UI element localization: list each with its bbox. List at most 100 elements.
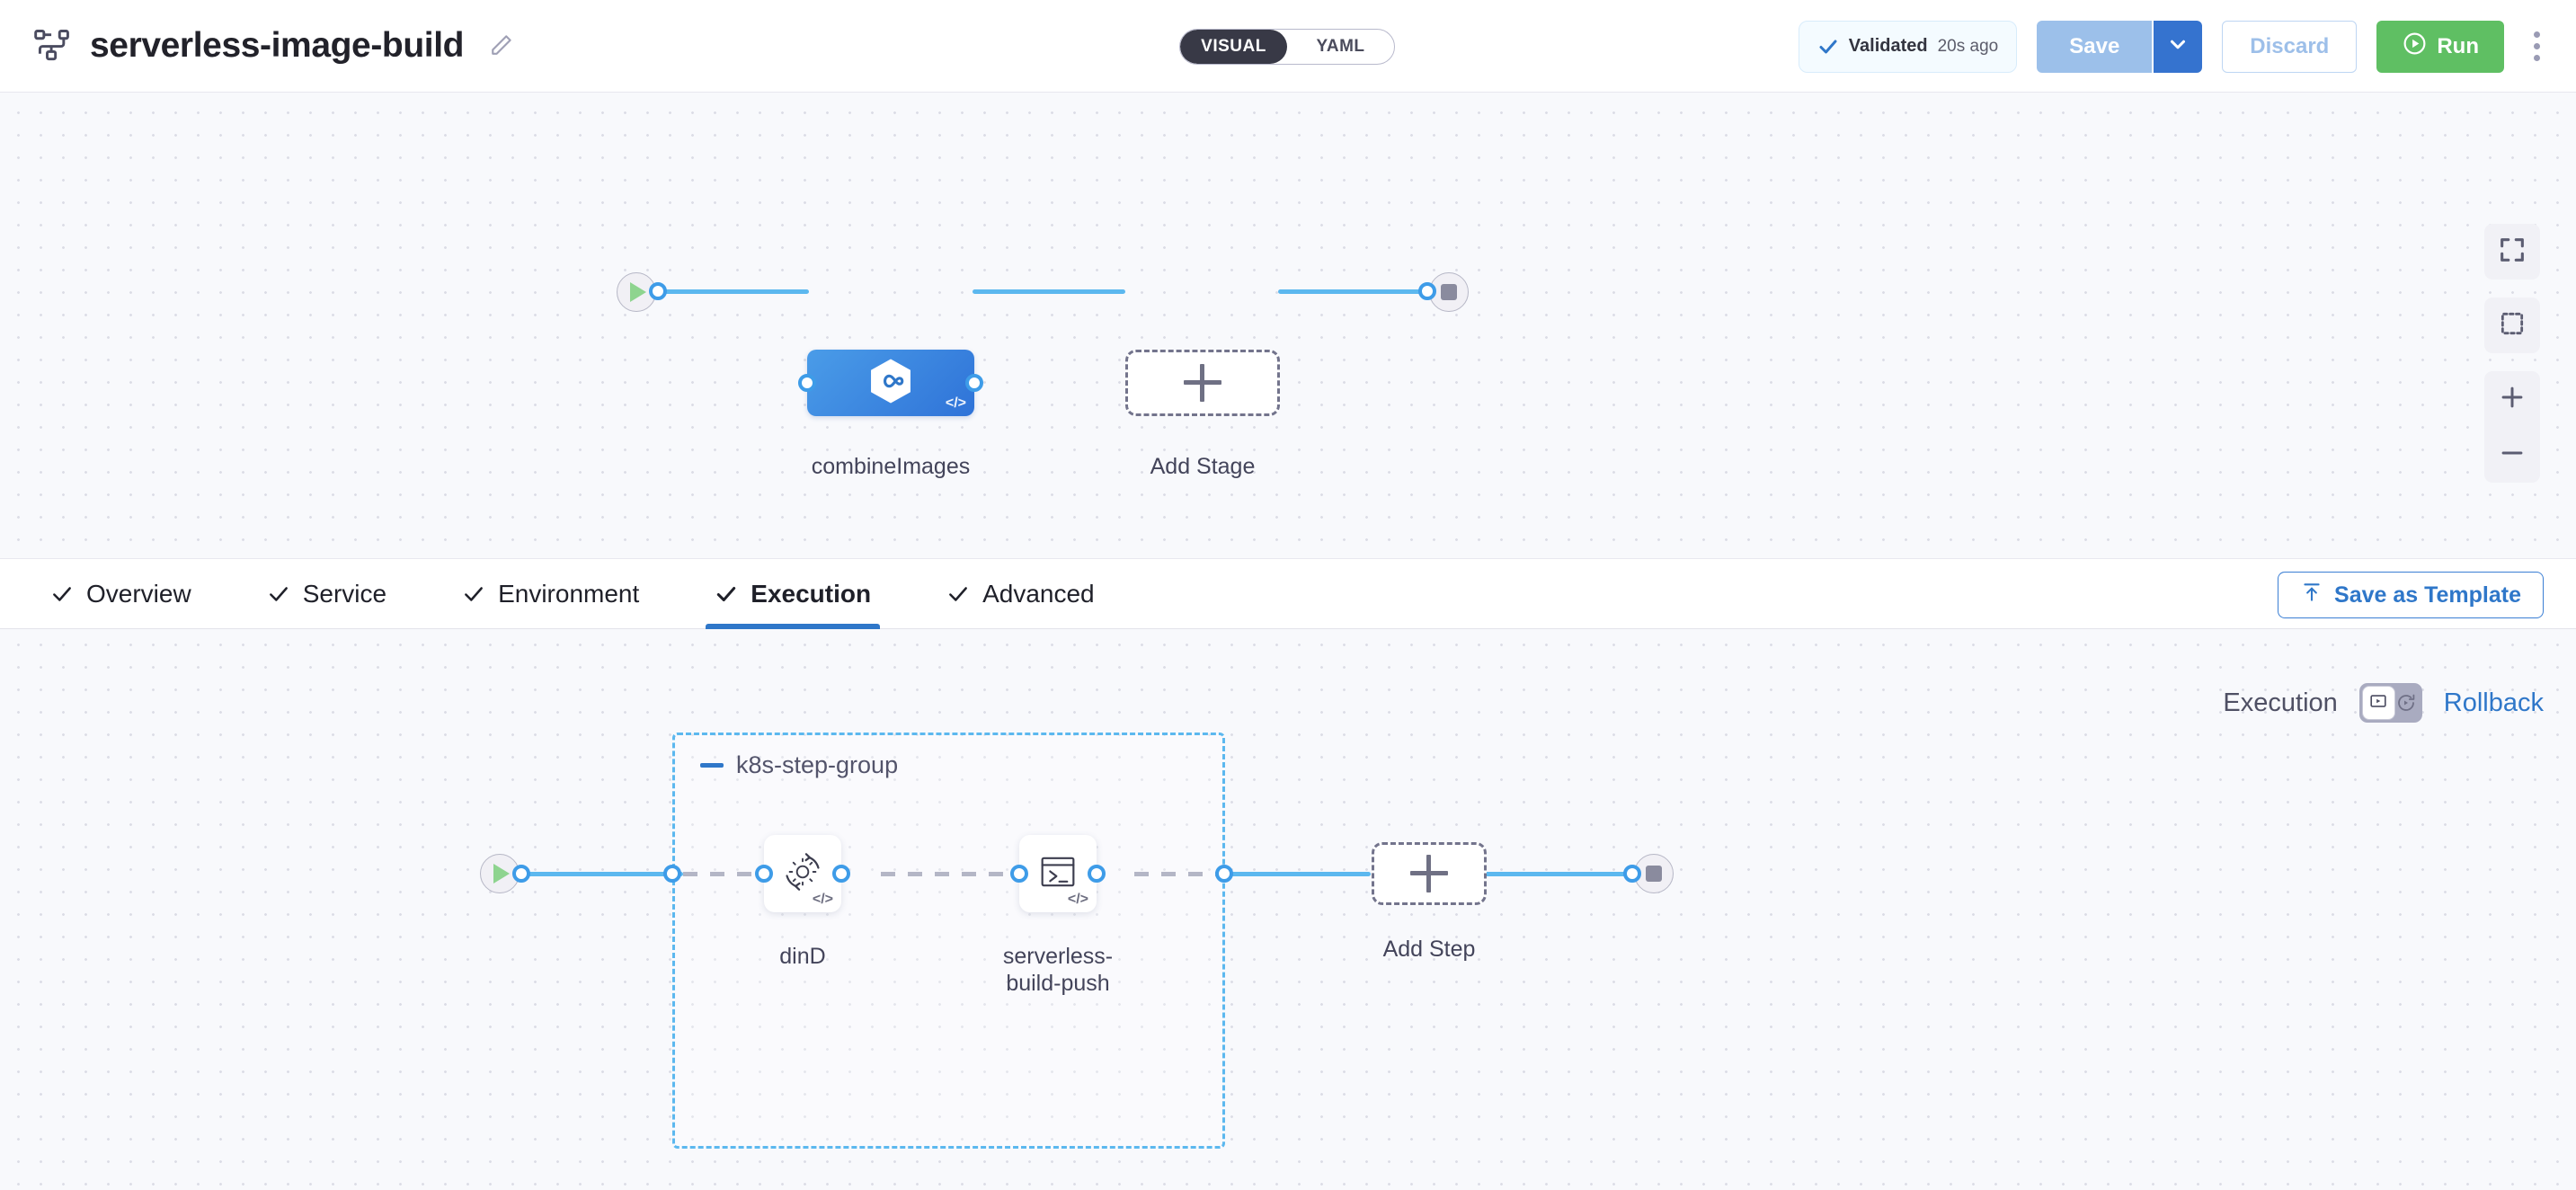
step-label-dind: dinD bbox=[779, 944, 826, 969]
dind-output-port[interactable] bbox=[832, 865, 850, 883]
page-title: serverless-image-build bbox=[90, 26, 465, 65]
check-icon bbox=[462, 582, 485, 606]
discard-button[interactable]: Discard bbox=[2222, 20, 2358, 73]
tab-service[interactable]: Service bbox=[258, 559, 395, 629]
hexagon-infinity-icon bbox=[863, 353, 919, 413]
tab-label: Service bbox=[302, 579, 387, 608]
end-input-port[interactable] bbox=[1418, 282, 1436, 300]
status-badge: Validated 20s ago bbox=[1798, 20, 2018, 73]
plus-icon bbox=[1184, 364, 1221, 402]
step-node-serverless-build-push[interactable]: </> bbox=[1019, 835, 1097, 912]
gear-rotate-icon bbox=[778, 848, 827, 901]
step-group-output-port[interactable] bbox=[1215, 865, 1233, 883]
step-group-header[interactable]: k8s-step-group bbox=[700, 751, 898, 779]
stage-code-badge: </> bbox=[945, 395, 966, 411]
step-node-dind[interactable]: </> bbox=[764, 835, 841, 912]
minus-icon[interactable] bbox=[700, 763, 724, 768]
tab-advanced[interactable]: Advanced bbox=[937, 559, 1104, 629]
execution-rollback-switch[interactable] bbox=[2358, 683, 2422, 723]
save-dropdown-button[interactable] bbox=[2154, 20, 2203, 73]
zoom-controls bbox=[2484, 371, 2540, 483]
edge-addstep-to-end bbox=[1485, 872, 1634, 876]
edge-stage-to-addstage bbox=[973, 289, 1125, 294]
marquee-select-icon bbox=[2498, 309, 2527, 342]
stage-input-port[interactable] bbox=[798, 374, 816, 392]
execution-icon bbox=[2368, 691, 2388, 715]
save-as-template-label: Save as Template bbox=[2334, 582, 2521, 608]
tab-label: Execution bbox=[751, 579, 872, 608]
add-step-button[interactable] bbox=[1372, 842, 1487, 905]
check-icon bbox=[267, 582, 290, 606]
terminal-icon bbox=[1035, 848, 1081, 900]
tab-execution[interactable]: Execution bbox=[706, 559, 880, 629]
execution-canvas[interactable]: k8s-step-group </> dinD bbox=[0, 629, 2576, 1190]
step-group-input-port[interactable] bbox=[663, 865, 681, 883]
pipeline-nodes-icon bbox=[32, 26, 72, 66]
save-as-template-button[interactable]: Save as Template bbox=[2278, 572, 2544, 618]
edge-start-to-stage bbox=[658, 289, 809, 294]
pencil-edit-icon[interactable] bbox=[487, 32, 514, 59]
stage-canvas[interactable]: </> combineImages Add Stage bbox=[0, 93, 2576, 559]
play-icon bbox=[493, 864, 510, 884]
buildpush-input-port[interactable] bbox=[1010, 865, 1028, 883]
buildpush-output-port[interactable] bbox=[1088, 865, 1106, 883]
check-icon bbox=[946, 582, 970, 606]
stage-label-combineimages: combineImages bbox=[811, 454, 971, 479]
zoom-out-button[interactable] bbox=[2484, 427, 2540, 483]
add-stage-label: Add Stage bbox=[1150, 454, 1256, 479]
dind-input-port[interactable] bbox=[755, 865, 773, 883]
execution-start-output-port[interactable] bbox=[512, 865, 530, 883]
switch-thumb-execution[interactable] bbox=[2361, 686, 2395, 720]
save-button-group[interactable]: Save bbox=[2037, 20, 2203, 73]
pipeline-end-node[interactable] bbox=[1429, 272, 1469, 312]
plus-icon bbox=[2497, 382, 2527, 417]
rollback-icon[interactable] bbox=[2395, 692, 2417, 714]
tab-environment[interactable]: Environment bbox=[453, 559, 648, 629]
step-group-container[interactable]: k8s-step-group bbox=[672, 733, 1225, 1149]
step-label-serverless-build-push: serverless- build-push bbox=[1002, 944, 1114, 996]
edge-group-to-addstep bbox=[1222, 872, 1371, 876]
step-group-title: k8s-step-group bbox=[736, 751, 899, 778]
edge-dind-to-buildpush bbox=[881, 872, 1025, 876]
tab-list: Overview Service Environment Execution A bbox=[0, 559, 1104, 629]
execution-end-input-port[interactable] bbox=[1623, 865, 1641, 883]
mode-option-visual[interactable]: VISUAL bbox=[1180, 30, 1287, 64]
kebab-dot bbox=[2533, 43, 2540, 49]
check-icon bbox=[50, 582, 74, 606]
stage-output-port[interactable] bbox=[965, 374, 983, 392]
header-left-group: serverless-image-build bbox=[0, 26, 514, 66]
step-code-badge: </> bbox=[1067, 892, 1088, 907]
rollback-toggle-label[interactable]: Rollback bbox=[2443, 688, 2544, 717]
tab-label: Advanced bbox=[982, 579, 1095, 608]
stage-node-combineimages[interactable]: </> bbox=[807, 350, 974, 416]
visual-yaml-toggle[interactable]: VISUAL YAML bbox=[1179, 29, 1395, 65]
zoom-in-button[interactable] bbox=[2484, 371, 2540, 427]
tab-overview[interactable]: Overview bbox=[41, 559, 200, 629]
edge-group-to-dind bbox=[683, 872, 773, 876]
validated-label: Validated bbox=[1848, 36, 1928, 56]
tab-label: Overview bbox=[86, 579, 191, 608]
play-icon bbox=[630, 282, 646, 302]
kebab-menu-icon[interactable] bbox=[2517, 21, 2556, 73]
play-circle-icon bbox=[2402, 31, 2428, 63]
stage-canvas-controls bbox=[2484, 224, 2540, 483]
kebab-dot bbox=[2533, 31, 2540, 38]
save-button[interactable]: Save bbox=[2037, 20, 2154, 73]
check-icon bbox=[1817, 36, 1839, 58]
plus-icon bbox=[1410, 855, 1448, 892]
stage-tab-bar: Overview Service Environment Execution A bbox=[0, 559, 2576, 629]
upload-template-icon bbox=[2300, 581, 2323, 610]
check-icon bbox=[715, 582, 738, 606]
app-header: serverless-image-build VISUAL YAML Valid… bbox=[0, 0, 2576, 93]
step-code-badge: </> bbox=[812, 892, 833, 907]
fit-to-screen-button[interactable] bbox=[2484, 224, 2540, 280]
start-output-port[interactable] bbox=[649, 282, 667, 300]
minus-icon bbox=[2497, 438, 2527, 473]
run-button[interactable]: Run bbox=[2376, 20, 2504, 73]
add-stage-button[interactable] bbox=[1125, 350, 1280, 416]
execution-toggle-label: Execution bbox=[2223, 688, 2338, 717]
stop-icon bbox=[1646, 866, 1662, 882]
selection-box-button[interactable] bbox=[2484, 298, 2540, 353]
fullscreen-icon bbox=[2497, 235, 2527, 270]
mode-option-yaml[interactable]: YAML bbox=[1316, 37, 1365, 56]
